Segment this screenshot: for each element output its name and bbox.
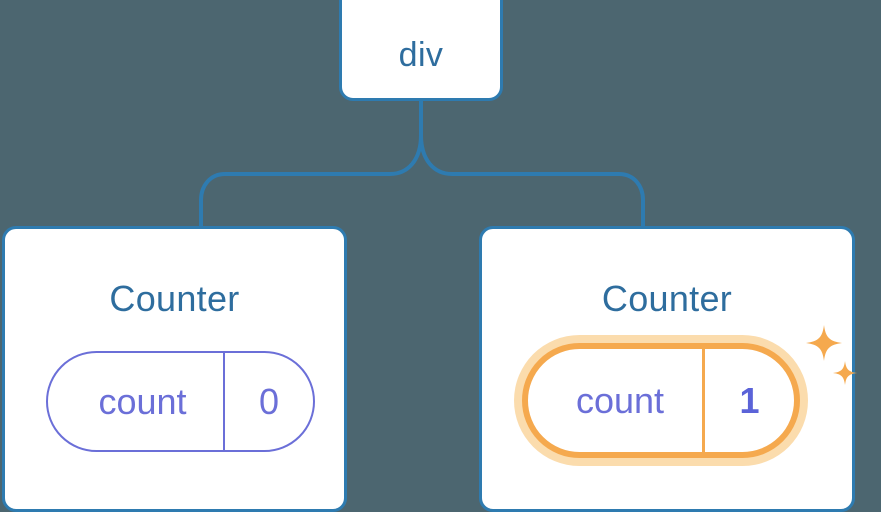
connector-branch-right (419, 134, 645, 226)
diagram-canvas: div Counter count 0 Counter count 1 (2, 0, 857, 512)
node-counter-right-label: Counter (601, 278, 733, 319)
node-div[interactable]: div (339, 0, 503, 101)
state-value-right: 1 (702, 349, 794, 452)
sparkle-large-icon (806, 325, 842, 361)
state-key-left: count (98, 380, 187, 422)
state-value-left: 0 (223, 353, 313, 450)
state-key-right: count (575, 379, 665, 421)
sparkle-small-icon (833, 361, 857, 385)
state-pill-left[interactable]: count 0 (46, 351, 315, 452)
state-pill-right[interactable]: count 1 (522, 343, 800, 458)
node-div-label: div (398, 36, 444, 74)
sparkle-group (806, 325, 857, 385)
connector-branch-left (199, 134, 423, 226)
node-counter-left[interactable]: Counter count 0 (2, 226, 347, 512)
node-counter-right[interactable]: Counter count 1 (479, 226, 857, 512)
node-counter-left-label: Counter (109, 278, 240, 319)
